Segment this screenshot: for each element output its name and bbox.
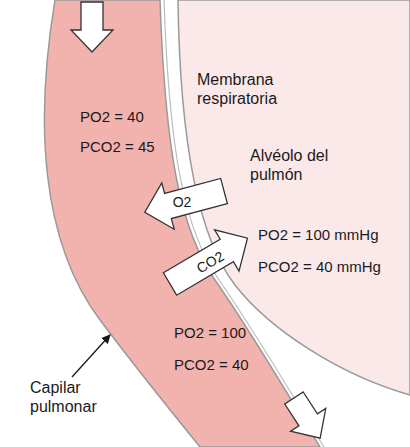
label: PO2 = 100 mmHg <box>258 226 378 244</box>
label: CO2 <box>193 247 226 276</box>
label: Capilar pulmonar <box>30 378 110 416</box>
pulmonary-capillary <box>44 0 320 447</box>
label: PO2 = 100 <box>174 324 246 342</box>
label: PCO2 = 40 <box>174 356 249 374</box>
label: PO2 = 40 <box>80 108 144 126</box>
label: Alvéolo del pulmón <box>250 146 370 184</box>
label: Membrana respiratoria <box>197 70 307 108</box>
leader-line <box>72 335 110 377</box>
flow-arrow-in <box>71 2 113 52</box>
o2-arrow <box>139 168 231 236</box>
co2-arrow <box>158 218 260 305</box>
label: PCO2 = 45 <box>80 138 155 156</box>
label: PCO2 = 40 mmHg <box>258 258 381 276</box>
respiratory-membrane <box>164 0 324 447</box>
label: O2 <box>173 194 192 211</box>
flow-arrow-out <box>276 387 337 447</box>
